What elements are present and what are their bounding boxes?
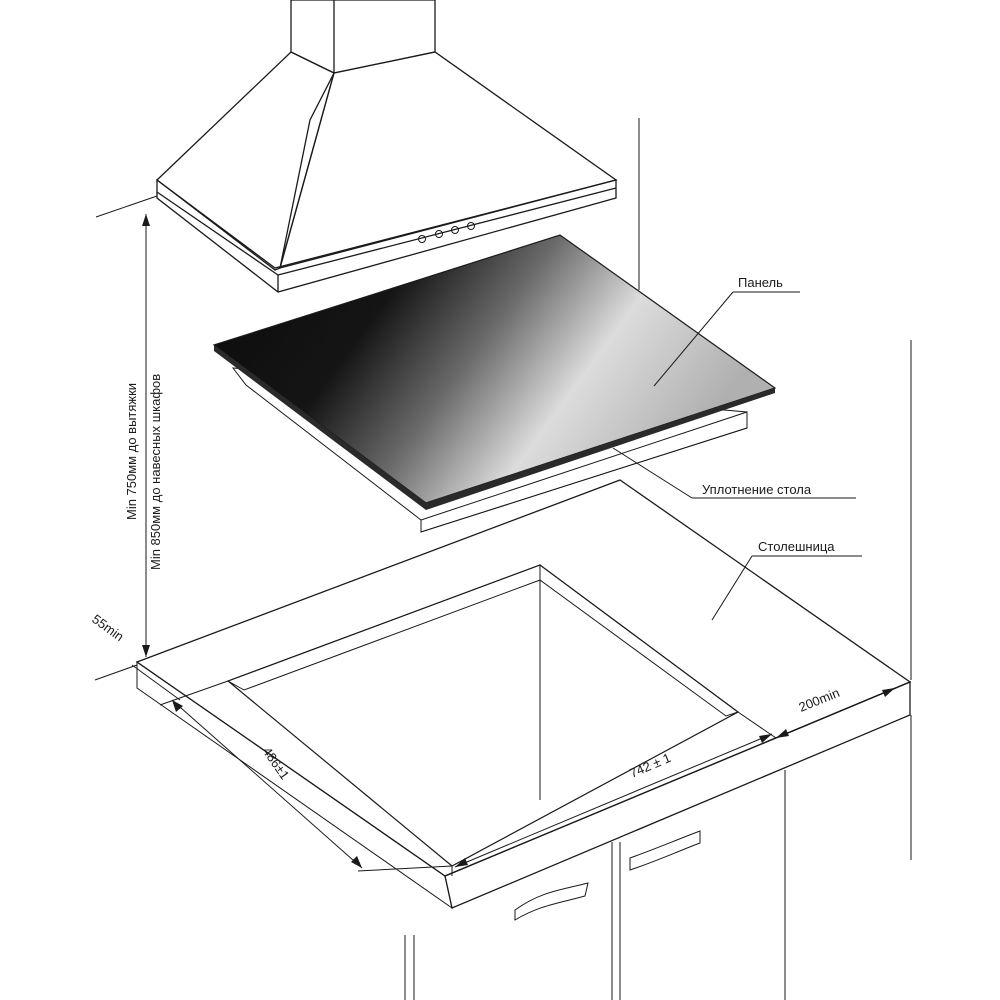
base-cabinets [404, 770, 786, 1000]
seal-label: Уплотнение стола [702, 482, 812, 497]
countertop-label: Столешница [758, 539, 835, 554]
callout-countertop: Столешница [711, 539, 862, 621]
countertop [94, 479, 912, 910]
hood-button-icon [435, 230, 443, 238]
cabinet-clearance-label: Min 850мм до навесных шкафов [148, 374, 163, 570]
callout-panel: Панель [653, 275, 800, 387]
glass-hob [212, 234, 777, 533]
wall-lines [638, 118, 912, 860]
hood-button-icon [451, 226, 459, 234]
wall-min-label: 200min [797, 685, 842, 715]
wall-min-dimension: 200min [775, 685, 896, 739]
callout-seal: Уплотнение стола [612, 447, 856, 499]
edge-min-label: 55min [89, 611, 126, 644]
edge-min-dimension: 55min [89, 611, 181, 701]
hood-button-icon [418, 235, 426, 243]
hood-clearance-label: Min 750мм до вытяжки [124, 383, 139, 520]
cabinet-handle-icon [514, 882, 589, 921]
hood-control-buttons [418, 222, 475, 243]
panel-label: Панель [738, 275, 783, 290]
hood-button-icon [467, 222, 475, 230]
clearance-dimension: Min 750мм до вытяжки Min 850мм до навесн… [95, 195, 163, 657]
range-hood [156, 0, 618, 293]
cabinet-handle-icon [629, 830, 701, 871]
